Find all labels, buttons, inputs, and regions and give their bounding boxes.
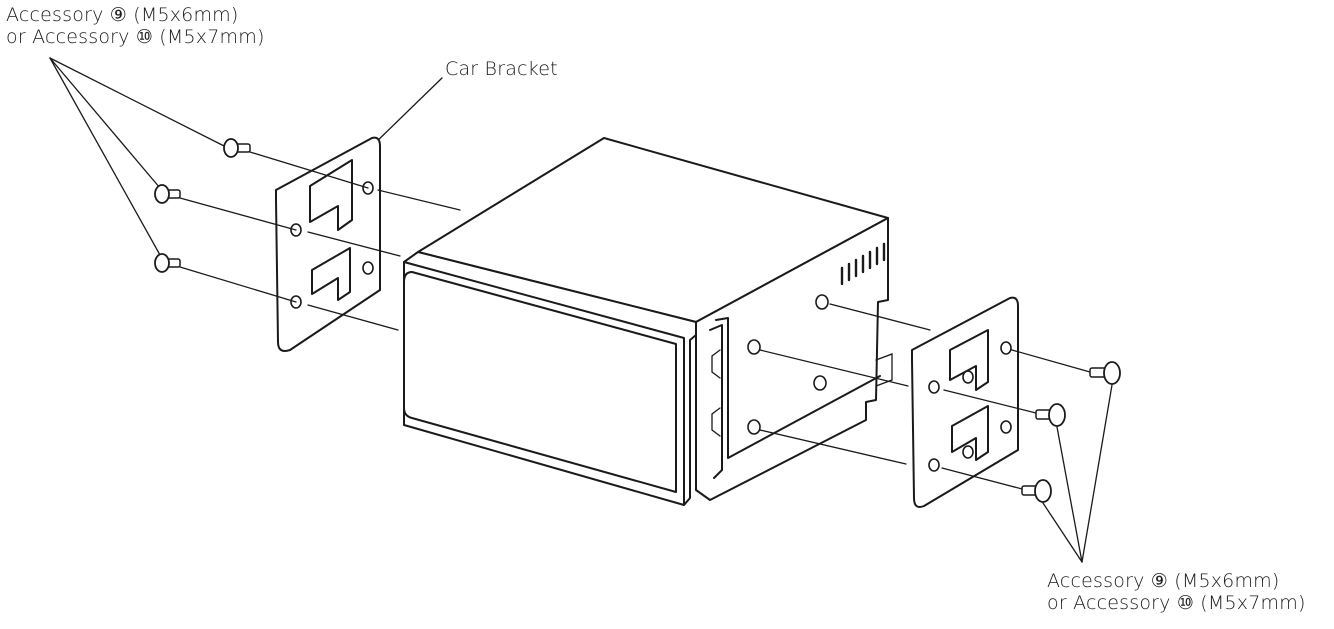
bracket-hole <box>1000 341 1012 355</box>
car-bracket-right <box>911 296 1019 508</box>
unit-side-face <box>695 217 889 501</box>
head-unit <box>403 137 893 506</box>
bracket-hole <box>928 458 940 472</box>
screw-left-2 <box>154 184 181 204</box>
callout-car-bracket: Car Bracket <box>445 58 558 80</box>
screw-right-1 <box>1089 361 1121 385</box>
leader-lines-right <box>1042 384 1113 563</box>
unit-hole <box>747 419 761 435</box>
unit-hole <box>813 375 827 391</box>
bracket-plate <box>911 296 1019 508</box>
callout-line-1: Accessory ⑨ (M5x6mm) <box>1047 570 1280 592</box>
unit-hole <box>747 339 761 355</box>
unit-front-panel <box>403 271 677 493</box>
car-bracket-left <box>275 136 381 352</box>
bracket-plate <box>275 136 381 352</box>
screw-left-3 <box>154 253 181 273</box>
callout-line-2: or Accessory ⑩ (M5x7mm) <box>1047 592 1306 614</box>
leader-line-car-bracket <box>369 77 443 149</box>
leader-lines-left <box>49 57 229 256</box>
guide-lines-right <box>759 303 1091 491</box>
bracket-hole <box>928 380 940 394</box>
callout-line-2: or Accessory ⑩ (M5x7mm) <box>6 26 265 48</box>
screw-right-2 <box>1035 403 1066 427</box>
callout-accessory-screws-right: Accessory ⑨ (M5x6mm) or Accessory ⑩ (M5x… <box>1047 570 1306 614</box>
guide-lines-left <box>179 151 461 331</box>
unit-vents <box>840 242 886 286</box>
bracket-hole <box>362 261 374 275</box>
unit-hole <box>815 294 829 310</box>
callout-accessory-screws-left: Accessory ⑨ (M5x6mm) or Accessory ⑩ (M5x… <box>6 4 265 48</box>
screw-left-1 <box>223 138 251 158</box>
screw-right-3 <box>1021 479 1052 503</box>
callout-line-1: Accessory ⑨ (M5x6mm) <box>6 4 239 26</box>
bracket-hole <box>1000 420 1012 434</box>
